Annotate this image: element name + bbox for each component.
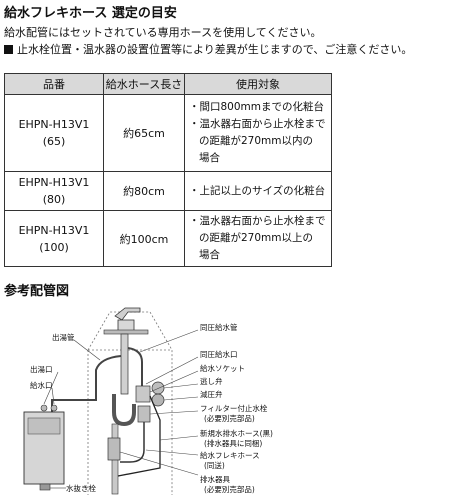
column-header-length: 給水ホース長さ — [103, 73, 185, 95]
leader-outlet — [43, 371, 59, 405]
product-code: EHPN-H13V1 — [18, 176, 90, 189]
column-header-usage: 使用対象 — [184, 73, 332, 95]
product-variant: (65) — [42, 135, 66, 148]
product-code: EHPN-H13V1 — [18, 118, 90, 131]
piping-diagram: 出湯管 出湯口 給水口 水抜き栓 同圧給水管 同圧給水口 給水ソケット 逃し弁 … — [23, 307, 273, 495]
hose-length: 約80cm — [103, 171, 185, 211]
drain-fixture-shape — [107, 437, 121, 461]
square-bullet-icon — [4, 45, 13, 54]
diagram-title: 参考配管図 — [4, 284, 70, 299]
label-flexible-hose: 給水フレキホース — [200, 450, 260, 460]
leader-same-pressure-pipe — [139, 329, 199, 353]
label-outlet-pipe: 出湯管 — [52, 332, 75, 342]
label-drain-hose: 新規水排水ホース(黒) — [200, 428, 273, 438]
label-outlet: 出湯口 — [30, 364, 53, 374]
product-variant: (100) — [39, 240, 69, 254]
label-filter-valve: フィルター付止水栓 — [200, 403, 268, 413]
usage-line: ・間口800mmまでの化粧台 — [189, 101, 324, 113]
label-drain-hose-note: (排水器具に同梱) — [204, 438, 262, 448]
drain-plug-shape — [39, 483, 51, 491]
faucet-shank-shape — [120, 333, 129, 395]
usage-line: ・温水器右面から止水栓まで — [189, 118, 326, 130]
label-relief-valve: 逃し弁 — [200, 376, 223, 386]
leader-supply-socket — [149, 370, 199, 393]
drain-trap-line — [112, 394, 136, 427]
caution-note-text: 止水栓位置・温水器の設置位置等により差異が生じますので、ご注意ください。 — [17, 43, 413, 56]
label-reducing-valve: 減圧弁 — [200, 389, 223, 399]
label-filter-valve-note: (必要別売部品) — [204, 413, 255, 423]
usage-line: 場合 — [199, 249, 220, 261]
same-pressure-pipe-line — [127, 347, 143, 386]
heater-outlet-shape — [40, 404, 48, 412]
page-title: 給水フレキホース 選定の目安 — [4, 6, 177, 21]
supply-socket-shape — [135, 385, 151, 403]
usage-cell: ・上記以上のサイズの化粧台 — [184, 171, 332, 211]
label-water-inlet: 給水口 — [30, 380, 53, 390]
product-code-cell: EHPN-H13V1 (65) — [4, 94, 104, 172]
usage-line: ・上記以上のサイズの化粧台 — [189, 184, 326, 197]
vanity-outline — [87, 311, 173, 495]
hose-length: 約100cm — [103, 210, 185, 267]
countertop-shape — [103, 329, 149, 335]
product-code: EHPN-H13V1 — [18, 223, 90, 237]
label-drain-fixture-note: (必要別売部品) — [204, 484, 255, 494]
product-code-cell: EHPN-H13V1 (100) — [4, 210, 104, 267]
hose-length: 約65cm — [103, 94, 185, 172]
label-same-pressure-pipe: 同圧給水管 — [200, 322, 238, 332]
leader-outlet-pipe — [73, 339, 101, 361]
leader-flexible-hose — [145, 449, 199, 456]
usage-line: ・温水器右面から止水栓まで — [189, 215, 326, 227]
leader-filter-valve — [149, 410, 199, 415]
heater-inlet-shape — [50, 404, 58, 412]
usage-line: の距離が270mm以内の — [199, 135, 313, 147]
label-flexible-hose-note: (同送) — [204, 460, 225, 470]
outlet-pipe-line — [51, 355, 122, 416]
table-header-row: 品番 給水ホース長さ 使用対象 — [4, 73, 332, 95]
table-row: EHPN-H13V1 (100) 約100cm ・温水器右面から止水栓まで の距… — [4, 210, 332, 267]
label-drain-fixture: 排水器具 — [200, 474, 230, 484]
table-row: EHPN-H13V1 (65) 約65cm ・間口800mmまでの化粧台 ・温水… — [4, 94, 332, 172]
product-variant: (80) — [42, 193, 66, 206]
leader-lines — [43, 329, 199, 489]
label-supply-socket: 給水ソケット — [200, 363, 245, 373]
usage-line: の距離が270mm以上の — [199, 232, 313, 244]
caution-note: 止水栓位置・温水器の設置位置等により差異が生じますので、ご注意ください。 — [4, 41, 412, 57]
leader-relief-valve — [163, 383, 199, 389]
faucet-spout-shape — [114, 307, 141, 321]
leader-water-inlet — [51, 387, 55, 405]
usage-cell: ・間口800mmまでの化粧台 ・温水器右面から止水栓まで の距離が270mm以内… — [184, 94, 332, 172]
hose-selection-table: 品番 給水ホース長さ 使用対象 EHPN-H13V1 (65) 約65cm ・間… — [4, 73, 332, 267]
table-row: EHPN-H13V1 (80) 約80cm ・上記以上のサイズの化粧台 — [4, 171, 332, 211]
label-drain-plug: 水抜き栓 — [66, 483, 96, 493]
usage-cell: ・温水器右面から止水栓まで の距離が270mm以上の 場合 — [184, 210, 332, 267]
drain-hose-line — [117, 395, 161, 477]
relief-valve-shape — [151, 381, 165, 395]
leader-drain-hose — [159, 435, 199, 441]
column-header-code: 品番 — [4, 73, 104, 95]
leader-reducing-valve — [163, 396, 199, 401]
usage-note: 給水配管にはセットされている専用ホースを使用してください。 — [4, 26, 322, 39]
filter-valve-shape — [137, 405, 151, 423]
usage-line: 場合 — [199, 152, 220, 164]
product-code-cell: EHPN-H13V1 (80) — [4, 171, 104, 211]
heater-panel-shape — [27, 417, 61, 435]
flexible-hose-line — [120, 422, 145, 463]
label-same-pressure-inlet: 同圧給水口 — [200, 349, 238, 359]
leader-drain-fixture — [119, 451, 199, 476]
leader-same-pressure-inlet — [145, 356, 199, 385]
